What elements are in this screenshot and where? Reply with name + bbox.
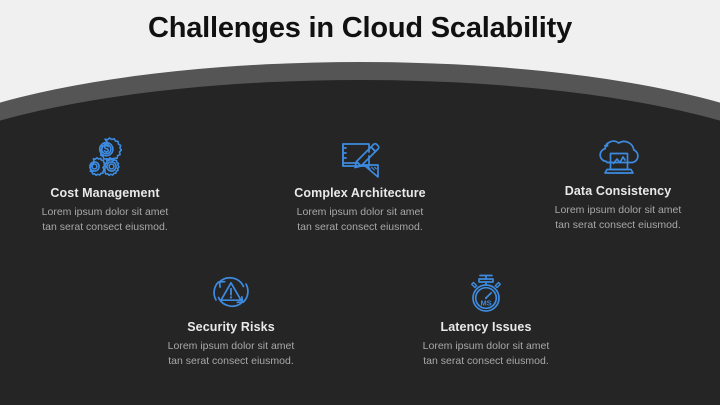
feature-description: Lorem ipsum dolor sit amet tan serat con… [554, 204, 682, 231]
panel-dark-curve [0, 80, 720, 405]
cost-gears-dollar-icon [89, 137, 123, 177]
feature-title: Latency Issues [440, 320, 532, 334]
feature-description: Lorem ipsum dolor sit amet tan serat con… [41, 206, 169, 233]
feature-item-security-risks[interactable]: Security Risks Lorem ipsum dolor sit ame… [116, 266, 346, 369]
feature-description: Lorem ipsum dolor sit amet tan serat con… [167, 340, 295, 367]
feature-title: Complex Architecture [294, 186, 426, 200]
stopwatch-ms-label: MS [480, 298, 491, 307]
feature-item-complex-architecture[interactable]: Complex Architecture Lorem ipsum dolor s… [245, 132, 475, 235]
feature-title: Security Risks [187, 320, 275, 334]
icon-container [0, 132, 220, 184]
feature-item-cost-management[interactable]: Cost Management Lorem ipsum dolor sit am… [0, 132, 220, 235]
icon-container [245, 132, 475, 184]
feature-title: Cost Management [50, 186, 160, 200]
warning-triangle-refresh-icon [213, 277, 249, 307]
icon-container [503, 130, 720, 182]
stopwatch-ms-icon: MS [471, 274, 501, 312]
cloud-laptop-chart-icon [599, 140, 639, 174]
icon-container: MS [371, 266, 601, 318]
feature-item-data-consistency[interactable]: Data Consistency Lorem ipsum dolor sit a… [503, 130, 720, 233]
blueprint-pencil-ruler-icon [342, 142, 380, 178]
feature-item-latency-issues[interactable]: MS Latency Issues Lorem ipsum dolor sit … [371, 266, 601, 369]
feature-description: Lorem ipsum dolor sit amet tan serat con… [422, 340, 550, 367]
feature-description: Lorem ipsum dolor sit amet tan serat con… [296, 206, 424, 233]
icon-container [116, 266, 346, 318]
page-title: Challenges in Cloud Scalability [147, 12, 573, 44]
feature-title: Data Consistency [564, 184, 672, 198]
